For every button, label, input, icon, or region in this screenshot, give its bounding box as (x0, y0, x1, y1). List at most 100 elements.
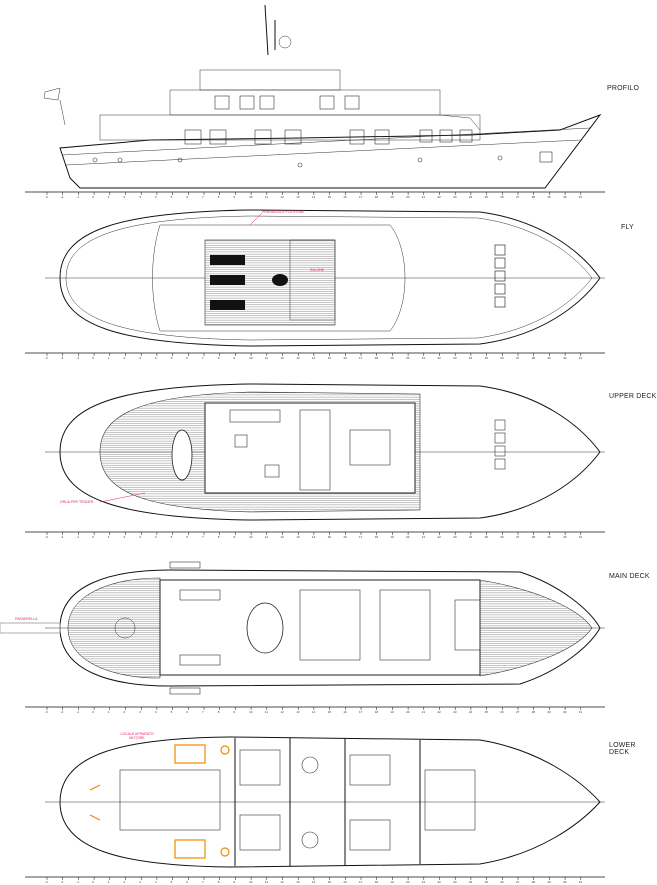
frame-label: 23 (453, 535, 457, 539)
upper-deck-view (45, 383, 605, 521)
frame-label: -3 (45, 356, 48, 360)
view-label-profile: PROFILO (607, 85, 640, 92)
annotation-passerella: PASSERELLA (15, 617, 38, 621)
frame-label: 19 (390, 710, 394, 714)
frame-label: 13 (296, 880, 300, 884)
frame-label: 0 (92, 710, 94, 714)
frame-label: 22 (438, 195, 442, 199)
frame-label: 18 (375, 356, 379, 360)
frame-label: 11 (265, 880, 268, 884)
frame-label: 5 (171, 356, 173, 360)
frame-label: 18 (375, 710, 379, 714)
frame-label: 18 (375, 535, 379, 539)
frame-label: 19 (390, 195, 394, 199)
frame-label: -1 (76, 710, 79, 714)
frame-label: 28 (532, 880, 536, 884)
frame-label: 19 (390, 880, 394, 884)
main-deck-view (0, 561, 605, 695)
frame-label: 22 (438, 356, 442, 360)
frame-label: 25 (485, 880, 489, 884)
frame-label: 15 (328, 535, 332, 539)
frame-label: 10 (249, 535, 253, 539)
frame-label: 15 (328, 195, 332, 199)
frame-label: 16 (343, 710, 347, 714)
frame-label: 31 (579, 880, 583, 884)
frame-label: 2 (124, 356, 126, 360)
frame-label: 14 (312, 710, 316, 714)
frame-label: 9 (233, 195, 235, 199)
frame-label: 1 (108, 880, 110, 884)
frame-label: 30 (563, 195, 567, 199)
frame-label: -2 (61, 195, 64, 199)
frame-label: -2 (61, 535, 64, 539)
frame-label: 21 (422, 356, 426, 360)
frame-label: 8 (218, 195, 220, 199)
frame-label: 15 (328, 880, 332, 884)
frame-label: 28 (532, 710, 536, 714)
frame-label: 5 (171, 710, 173, 714)
frame-label: 11 (265, 710, 268, 714)
frame-label: -1 (76, 535, 79, 539)
lower-deck-view (45, 736, 605, 868)
frame-label: 4 (155, 880, 157, 884)
frame-label: 24 (469, 880, 473, 884)
frame-label: 21 (422, 880, 426, 884)
frame-label: 8 (218, 356, 220, 360)
frame-label: 17 (359, 880, 363, 884)
frame-label: 22 (438, 880, 442, 884)
frame-label: 21 (422, 710, 426, 714)
frame-label: 25 (485, 710, 489, 714)
frame-label: 3 (139, 356, 141, 360)
frame-label: 0 (92, 535, 94, 539)
frame-label: 13 (296, 710, 300, 714)
frame-label: 28 (532, 535, 536, 539)
frame-label: 31 (579, 195, 583, 199)
frame-label: 14 (312, 195, 316, 199)
frame-label: 18 (375, 880, 379, 884)
annotation-fly-room: SALONE (310, 268, 325, 272)
frame-label: 27 (516, 710, 520, 714)
frame-label: 19 (390, 356, 394, 360)
frame-label: -2 (61, 880, 64, 884)
frame-label: 23 (453, 710, 457, 714)
frame-label: 27 (516, 356, 520, 360)
frame-label: 3 (139, 880, 141, 884)
annotation-fly: PRENDISOLE POLTRONE (262, 210, 305, 214)
frame-label: 26 (500, 880, 504, 884)
frame-label: 6 (186, 880, 188, 884)
frame-label: 26 (500, 195, 504, 199)
frame-label: 10 (249, 356, 253, 360)
frame-label: 7 (202, 880, 204, 884)
frame-label: 24 (469, 535, 473, 539)
frame-label: 20 (406, 356, 410, 360)
frame-label: 1 (108, 710, 110, 714)
frame-label: 29 (547, 710, 551, 714)
frame-label: 25 (485, 535, 489, 539)
frame-label: 2 (124, 880, 126, 884)
frame-label: 16 (343, 880, 347, 884)
frame-label: 29 (547, 356, 551, 360)
frame-label: 2 (124, 195, 126, 199)
frame-label: 9 (233, 880, 235, 884)
frame-label: 26 (500, 356, 504, 360)
frame-label: 13 (296, 195, 300, 199)
frame-label: 4 (155, 356, 157, 360)
frame-label: 27 (516, 535, 520, 539)
frame-label: 26 (500, 710, 504, 714)
frame-label: 4 (155, 535, 157, 539)
frame-label: 24 (469, 356, 473, 360)
frame-label: 24 (469, 195, 473, 199)
frame-label: 30 (563, 710, 567, 714)
frame-label: 4 (155, 195, 157, 199)
frame-label: 16 (343, 195, 347, 199)
frame-label: -2 (61, 710, 64, 714)
frame-label: 20 (406, 535, 410, 539)
frame-label: 24 (469, 710, 473, 714)
frame-label: 7 (202, 356, 204, 360)
frame-label: 9 (233, 710, 235, 714)
frame-label: 20 (406, 195, 410, 199)
frame-label: 27 (516, 195, 520, 199)
frame-label: 27 (516, 880, 520, 884)
